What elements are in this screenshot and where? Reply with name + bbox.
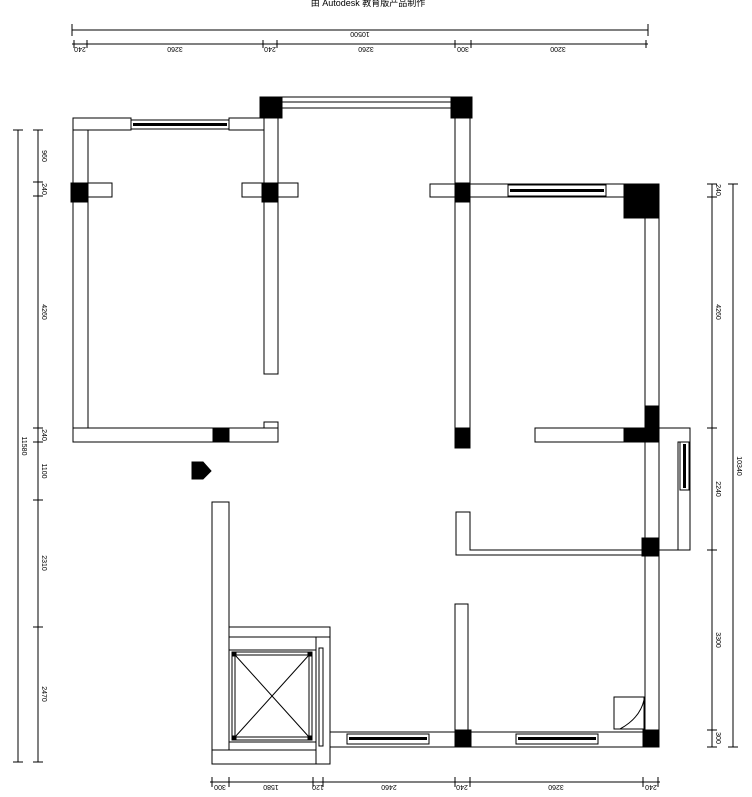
bottom-seg-2: 1580 (263, 783, 279, 790)
bottom-seg-5: 240 (456, 783, 468, 790)
bottom-seg-3: 120 (312, 783, 324, 790)
left-seg-7: 2470 (40, 686, 47, 702)
bottom-seg-1: 300 (214, 783, 226, 790)
left-seg-4: 240 (40, 429, 47, 441)
column-1 (259, 96, 283, 119)
wall-right-room-east (644, 183, 660, 748)
bottom-seg-4: 2460 (381, 783, 397, 790)
column-2 (450, 96, 473, 119)
left-seg-2: 240 (40, 183, 47, 195)
wall-stair-bottom (211, 749, 331, 765)
walls (72, 96, 691, 765)
top-seg-2: 3260 (167, 45, 183, 52)
column-6 (623, 183, 660, 219)
column-5 (454, 182, 471, 203)
watermark-text: 由 Autodesk 教育版产品制作 (311, 0, 426, 8)
top-seg-1: 240 (74, 45, 86, 52)
entrance-arrow-icon (191, 461, 212, 480)
column-3 (70, 182, 89, 203)
left-seg-6: 2310 (40, 555, 47, 571)
wall-left-room-east (263, 117, 279, 375)
top-seg-6: 3200 (550, 45, 566, 52)
top-seg-3: 240 (264, 45, 276, 52)
elevator-shaft (228, 647, 324, 751)
right-seg-4: 3300 (714, 632, 721, 648)
right-seg-3: 2240 (714, 481, 721, 497)
wall-left-room-beam (87, 182, 113, 198)
top-seg-4: 3260 (358, 45, 374, 52)
top-seg-5: 300 (457, 45, 469, 52)
right-seg-2: 4260 (714, 304, 721, 320)
top-total-label: 10500 (350, 30, 370, 37)
bottom-seg-7: 240 (645, 783, 657, 790)
right-dimension-group: 10340 240 4260 2240 3300 300 (707, 183, 742, 748)
wall-stair-west (211, 501, 230, 765)
column-13 (642, 729, 660, 748)
column-4 (261, 182, 279, 203)
column-12 (454, 729, 472, 748)
wall-bottom-divider (454, 603, 469, 747)
columns (70, 96, 660, 748)
bottom-seg-6: 3260 (548, 783, 564, 790)
left-total-label: 11580 (20, 437, 27, 456)
bottom-dimension-group: 300 1580 120 2460 240 3260 240 (210, 777, 660, 790)
column-10 (454, 427, 471, 449)
wall-stair-top (228, 626, 331, 638)
wall-left-room-south-step (263, 421, 279, 442)
wall-central-right (454, 117, 471, 449)
column-11 (641, 537, 660, 557)
column-9 (212, 427, 230, 443)
left-seg-1: 960 (40, 150, 47, 162)
top-dimension-group: 10500 240 3260 240 3260 300 3200 (71, 24, 649, 52)
left-seg-3: 4260 (40, 304, 47, 320)
wall-left-room-west (72, 117, 89, 443)
corner-fixture-icon (613, 696, 645, 730)
wall-left-room-south (72, 427, 279, 443)
right-total-label: 10340 (735, 456, 742, 476)
column-8 (623, 427, 660, 443)
right-seg-5: 300 (714, 732, 721, 744)
windows (130, 101, 690, 745)
right-seg-1: 240 (714, 184, 721, 196)
left-dimension-group: 11580 960 240 4260 240 1100 2310 2470 (13, 129, 47, 763)
wall-left-room-north-a (72, 117, 132, 131)
left-seg-5: 1100 (40, 463, 47, 478)
